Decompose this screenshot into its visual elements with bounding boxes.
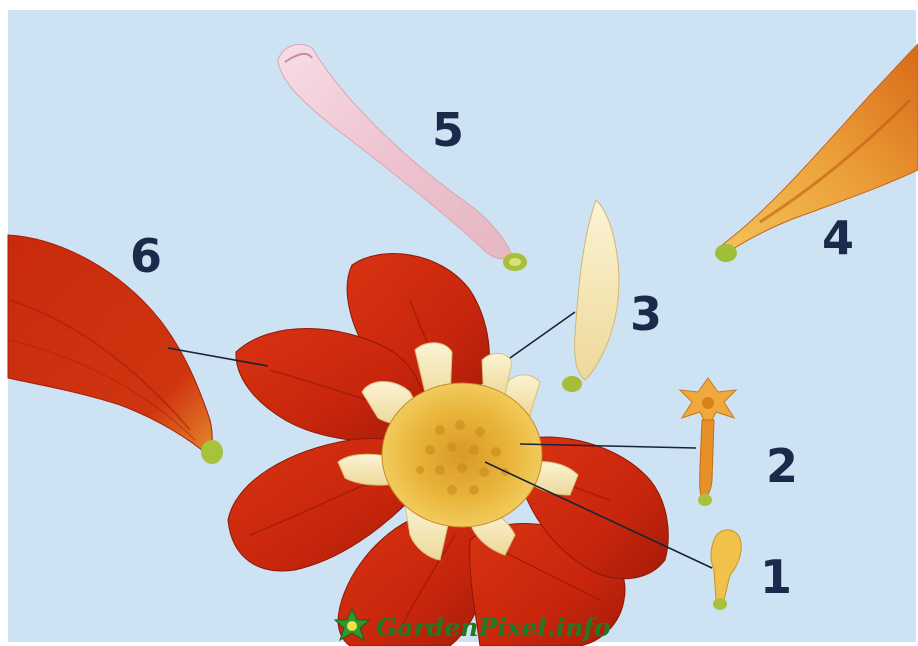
flower-disc-center <box>382 383 542 527</box>
watermark: GardenPixel.info <box>335 609 611 642</box>
label-1: 1 <box>760 550 792 604</box>
label-6: 6 <box>130 229 162 283</box>
label-5: 5 <box>432 103 464 157</box>
watermark-text: GardenPixel.info <box>376 613 611 642</box>
label-2: 2 <box>766 439 798 493</box>
label-4: 4 <box>822 211 854 265</box>
label-3: 3 <box>630 287 662 341</box>
